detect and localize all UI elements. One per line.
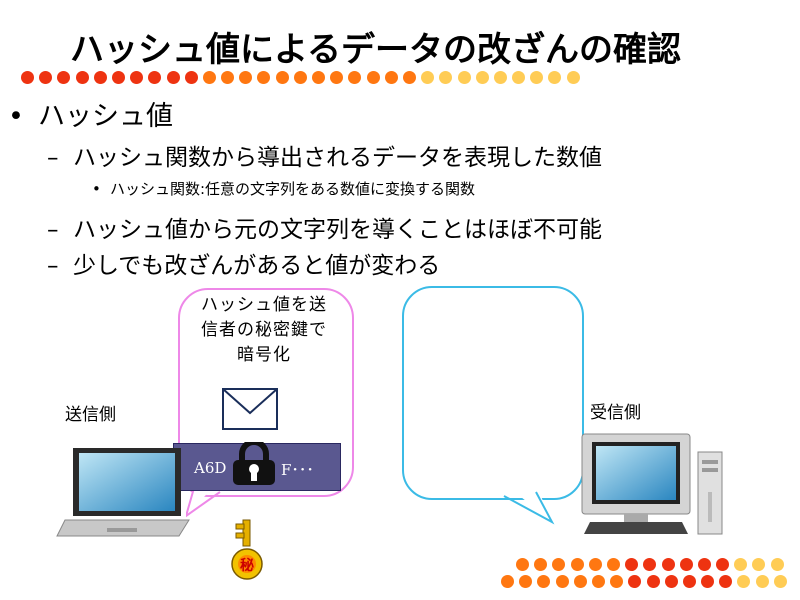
- decorative-dot: [755, 575, 769, 588]
- bullet-text: ハッシュ関数:任意の文字列をある数値に変換する関数: [110, 180, 476, 198]
- decorative-dot: [111, 71, 125, 84]
- bullet-irreversible: –ハッシュ値から元の文字列を導くことはほぼ不可能: [47, 210, 602, 244]
- decorative-dot: [130, 71, 144, 84]
- decorative-dot: [555, 575, 569, 588]
- decorative-dot: [628, 575, 642, 588]
- decorative-dot: [475, 71, 489, 84]
- decorative-dot: [275, 71, 289, 84]
- decorative-dot: [202, 71, 216, 84]
- decorative-dot: [701, 575, 715, 588]
- decorative-dot: [293, 71, 307, 84]
- decorative-dot: [625, 558, 639, 571]
- decorative-dot: [366, 71, 380, 84]
- bullet-marker: –: [47, 145, 59, 171]
- decorative-dot: [646, 575, 660, 588]
- bullet-marker: •: [92, 180, 101, 198]
- receiver-callout-tail: [500, 480, 555, 525]
- decorative-dot: [610, 575, 624, 588]
- decorative-dot: [221, 71, 235, 84]
- decorative-dot: [664, 575, 678, 588]
- decorative-dot: [530, 71, 544, 84]
- bullet-hash-function: • ハッシュ関数:任意の文字列をある数値に変換する関数: [92, 178, 475, 199]
- bottom-dot-row-2: [501, 575, 787, 588]
- decorative-dot: [93, 71, 107, 84]
- decorative-dot: [257, 71, 271, 84]
- decorative-dot: [384, 71, 398, 84]
- callout-line-2: 信者の秘密鍵で: [201, 320, 327, 340]
- decorative-dot: [661, 558, 675, 571]
- bullet-marker: •: [8, 101, 24, 132]
- decorative-dot: [21, 71, 34, 84]
- receiver-callout: [402, 286, 584, 500]
- decorative-dot: [737, 575, 751, 588]
- decorative-dot: [184, 71, 198, 84]
- decorative-dot: [312, 71, 325, 84]
- bullet-hash-value: • ハッシュ値: [8, 94, 173, 133]
- decorative-dot: [548, 71, 562, 84]
- decorative-dot: [148, 71, 162, 84]
- decorative-dot: [537, 575, 551, 588]
- bullet-tamper-changes: –少しでも改ざんがあると値が変わる: [47, 246, 440, 280]
- key-icon: 秘: [231, 519, 263, 580]
- decorative-dot: [348, 71, 362, 84]
- decorative-dot: [519, 575, 533, 588]
- bullet-marker: –: [47, 217, 59, 243]
- callout-line-1: ハッシュ値を送: [201, 295, 327, 315]
- decorative-dot: [716, 558, 730, 571]
- decorative-dot: [643, 558, 657, 571]
- decorative-dot: [679, 558, 693, 571]
- laptop-icon: [56, 448, 190, 537]
- bullet-marker: –: [47, 253, 59, 279]
- decorative-dot: [588, 558, 602, 571]
- decorative-dot: [75, 71, 89, 84]
- decorative-dot: [493, 71, 507, 84]
- bottom-dot-row-1: [516, 558, 784, 571]
- slide-title: ハッシュ値によるデータの改ざんの確認: [70, 30, 681, 70]
- decorative-dot: [552, 558, 566, 571]
- bullet-text: ハッシュ値: [38, 101, 173, 132]
- callout-text: ハッシュ値を送 信者の秘密鍵で 暗号化: [178, 293, 350, 368]
- decorative-dot: [457, 71, 471, 84]
- decorative-dot: [501, 575, 514, 588]
- padlock-icon: [233, 442, 275, 485]
- callout-line-3: 暗号化: [237, 345, 291, 365]
- decorative-dot: [512, 71, 526, 84]
- decorative-dot: [534, 558, 548, 571]
- key-label: 秘: [240, 557, 254, 574]
- bullet-text: ハッシュ関数から導出されるデータを表現した数値: [73, 145, 602, 171]
- decorative-dot: [591, 575, 605, 588]
- decorative-dot: [516, 558, 529, 571]
- bullet-text: 少しでも改ざんがあると値が変わる: [73, 253, 441, 279]
- envelope-icon: [222, 388, 278, 430]
- hash-value-prefix: A6D: [194, 459, 227, 477]
- decorative-dot: [402, 71, 416, 84]
- bullet-hash-definition: –ハッシュ関数から導出されるデータを表現した数値: [47, 138, 602, 172]
- bullet-text: ハッシュ値から元の文字列を導くことはほぼ不可能: [73, 217, 602, 243]
- decorative-dot: [573, 575, 587, 588]
- decorative-dot: [682, 575, 696, 588]
- decorative-dot: [773, 575, 787, 588]
- decorative-dot: [752, 558, 766, 571]
- decorative-dot: [57, 71, 71, 84]
- sender-label: 送信側: [65, 405, 116, 425]
- top-dot-row: [21, 71, 580, 84]
- hash-value-suffix: F･･･: [281, 461, 314, 479]
- decorative-dot: [697, 558, 711, 571]
- decorative-dot: [719, 575, 733, 588]
- decorative-dot: [330, 71, 344, 84]
- decorative-dot: [239, 71, 253, 84]
- receiver-label: 受信側: [590, 403, 641, 423]
- decorative-dot: [734, 558, 748, 571]
- decorative-dot: [606, 558, 620, 571]
- decorative-dot: [770, 558, 784, 571]
- decorative-dot: [570, 558, 584, 571]
- decorative-dot: [166, 71, 180, 84]
- decorative-dot: [439, 71, 453, 84]
- decorative-dot: [39, 71, 53, 84]
- decorative-dot: [566, 71, 580, 84]
- decorative-dot: [421, 71, 435, 84]
- desktop-computer-icon: [581, 433, 723, 535]
